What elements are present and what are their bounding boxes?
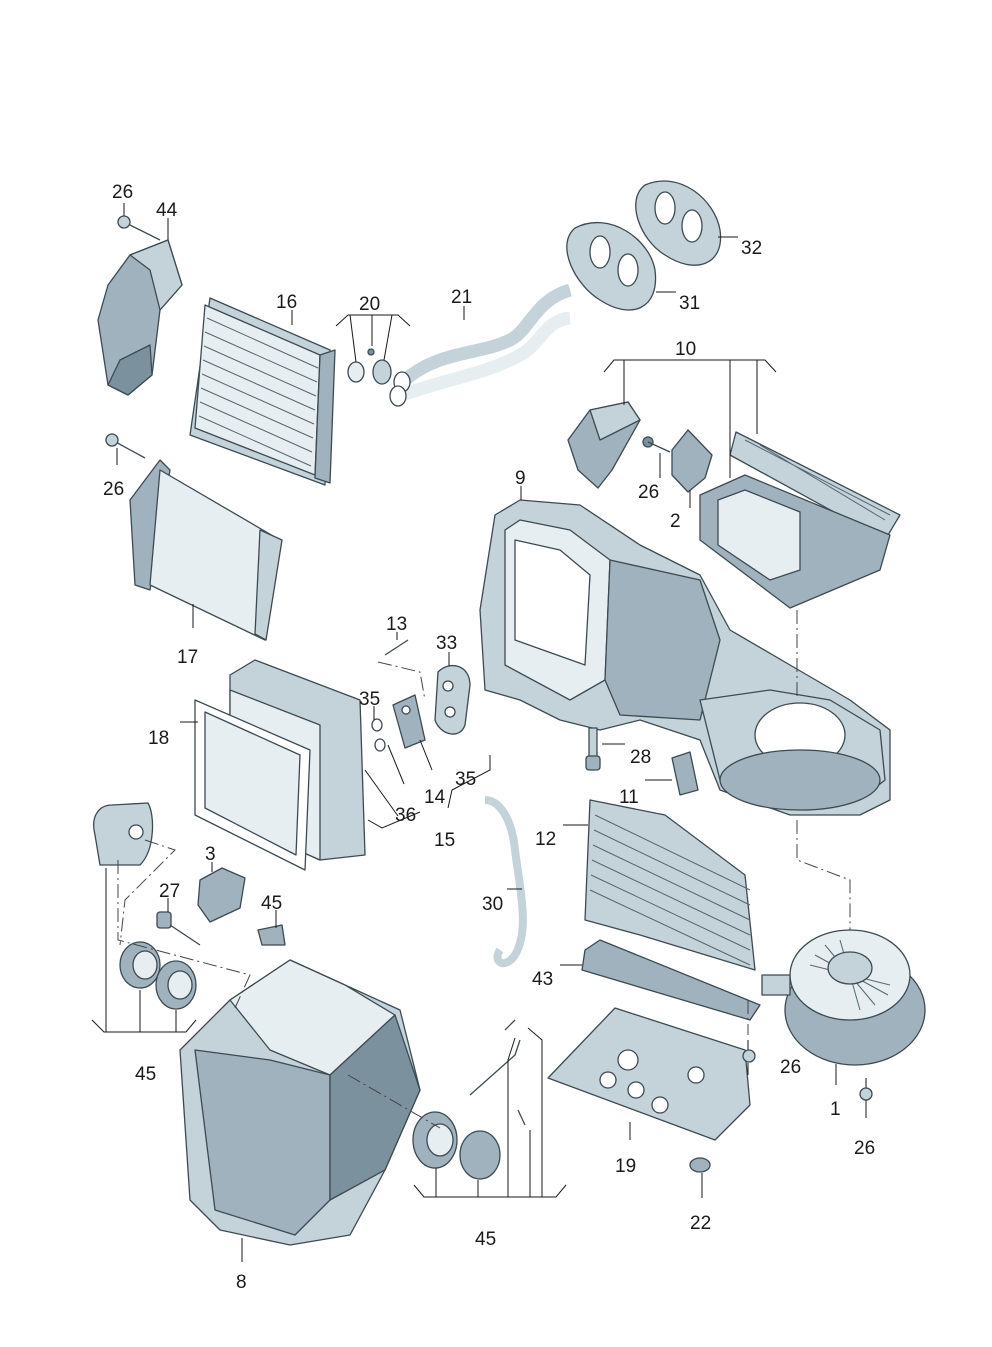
callout-44: 44 <box>156 200 178 221</box>
gear-part-45-d <box>459 1130 501 1180</box>
housing-cover-part-10 <box>699 431 901 609</box>
heat-exchanger-part-16 <box>189 297 336 486</box>
lever-part-45 <box>469 1019 526 1126</box>
callout-9: 9 <box>515 468 526 489</box>
callout-17: 17 <box>177 647 198 668</box>
air-distribution-housing-part-8 <box>179 959 421 1246</box>
cover-part-43 <box>581 939 761 1021</box>
callout-36: 36 <box>395 805 416 826</box>
callout-27: 27 <box>159 881 180 902</box>
o-ring-part-35 <box>371 718 386 752</box>
callout-21: 21 <box>451 287 472 308</box>
callout-45-left: 45 <box>135 1064 156 1085</box>
callout-20: 20 <box>359 294 380 315</box>
callout-32: 32 <box>741 238 762 259</box>
callout-14: 14 <box>424 787 446 808</box>
nut-part-22 <box>689 1157 711 1173</box>
callout-35-left: 35 <box>359 689 380 710</box>
callout-18: 18 <box>148 728 169 749</box>
gear-part-45-c <box>412 1111 458 1169</box>
callout-45-bottom: 45 <box>475 1229 496 1250</box>
callout-11: 11 <box>619 787 639 808</box>
callout-33: 33 <box>436 633 457 654</box>
sensor-part-28 <box>585 727 601 771</box>
callout-26-mid: 26 <box>638 482 659 503</box>
screw-part-13 <box>384 639 409 656</box>
callout-19: 19 <box>615 1156 636 1177</box>
screw-part-26-left <box>105 433 146 459</box>
gear-part-45-b <box>155 960 197 1010</box>
leader-lines <box>91 203 867 1262</box>
callout-labels: 26 44 16 20 21 32 31 10 9 26 2 26 17 13 … <box>103 182 875 1293</box>
cover-part-19 <box>547 1007 751 1141</box>
expansion-valve-part-14 <box>392 694 426 749</box>
screw-part-26-blower <box>742 1040 756 1063</box>
flap-motor-part-45-left <box>93 802 154 866</box>
resistor-part-11 <box>671 751 699 796</box>
callout-31: 31 <box>679 293 700 314</box>
callout-1: 1 <box>830 1099 841 1120</box>
gasket-part-31 <box>566 222 657 311</box>
callout-12: 12 <box>535 829 556 850</box>
screw-part-26-bottom-right <box>859 1078 873 1101</box>
callout-10: 10 <box>675 339 696 360</box>
blower-part-1 <box>761 929 926 1066</box>
callout-30: 30 <box>482 894 503 915</box>
callout-43: 43 <box>532 969 553 990</box>
bracket-part-44 <box>97 239 183 396</box>
callout-3: 3 <box>205 844 216 865</box>
callout-8: 8 <box>236 1272 247 1293</box>
clamp-part-20 <box>347 348 392 385</box>
callout-45-small: 45 <box>261 893 282 914</box>
callout-16: 16 <box>276 292 297 313</box>
assembly-dash-lines <box>117 610 851 1129</box>
pipe-part-21 <box>389 283 573 407</box>
bracket-part-10 <box>567 401 641 489</box>
callout-15: 15 <box>434 830 455 851</box>
heat-exchanger-part-17 <box>129 459 283 641</box>
callout-2: 2 <box>670 511 681 532</box>
callout-22: 22 <box>690 1213 711 1234</box>
actuator-part-2 <box>642 429 713 493</box>
sensor-part-27 <box>156 911 201 946</box>
callout-26: 26 <box>112 182 133 203</box>
callout-35-right: 35 <box>455 769 476 790</box>
part-45-small-top <box>257 924 286 946</box>
callout-26-left: 26 <box>103 479 124 500</box>
gear-part-45-a <box>119 941 161 989</box>
dust-filter-part-12 <box>584 799 756 971</box>
callout-26-bottom-right: 26 <box>854 1138 875 1159</box>
seal-part-33 <box>434 664 471 735</box>
drain-hose-part-30 <box>484 796 527 968</box>
callout-26-blower: 26 <box>780 1057 801 1078</box>
screw-part-26-top <box>117 215 161 241</box>
callout-28: 28 <box>630 747 651 768</box>
callout-13: 13 <box>386 614 407 635</box>
evaporator-part-18 <box>194 659 366 871</box>
actuator-part-3 <box>197 867 246 923</box>
air-conditioning-housing-part-9 <box>479 499 891 816</box>
gasket-part-32 <box>635 180 722 266</box>
